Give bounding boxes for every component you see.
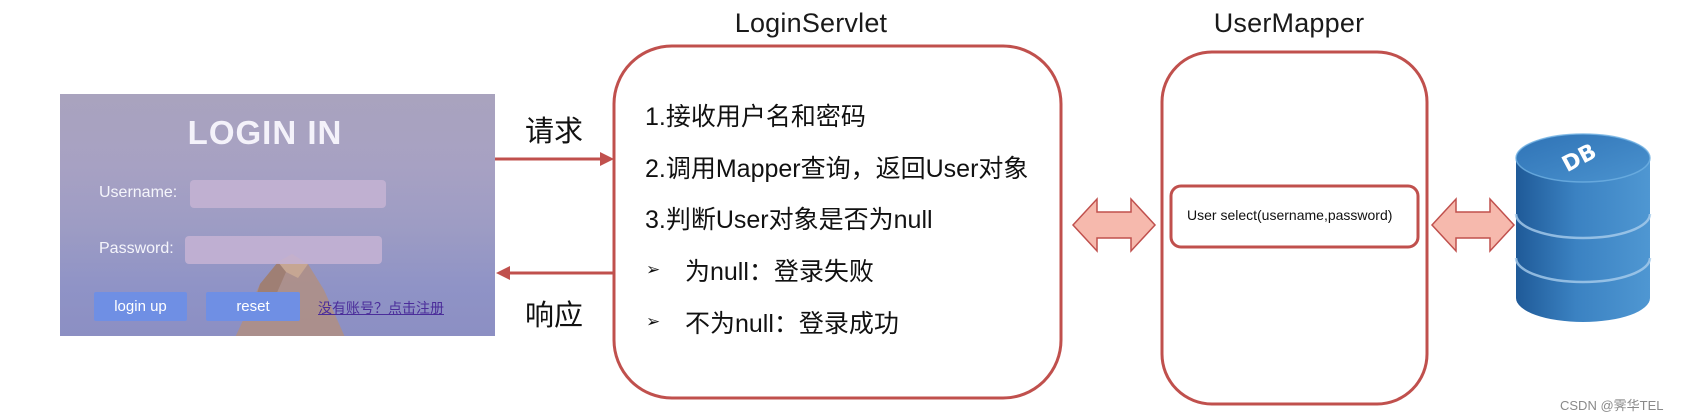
servlet-step-1: 1.接收用户名和密码 xyxy=(645,103,866,131)
login-servlet-box xyxy=(612,44,1063,400)
servlet-bullet-not-null: 不为null：登录成功 xyxy=(685,310,899,338)
login-servlet-title: LoginServlet xyxy=(734,8,888,38)
servlet-mapper-double-arrow xyxy=(1071,197,1157,253)
mapper-method-box xyxy=(1169,184,1420,249)
response-arrow xyxy=(496,266,614,280)
servlet-step-3: 3.判断User对象是否为null xyxy=(645,206,933,234)
bullet-arrow-icon: ➢ xyxy=(646,260,661,279)
password-field[interactable] xyxy=(185,236,382,264)
response-label: 响应 xyxy=(525,300,584,332)
servlet-bullet-null: 为null：登录失败 xyxy=(685,258,874,286)
request-label: 请求 xyxy=(525,116,584,148)
username-label: Username: xyxy=(99,184,178,201)
database-icon xyxy=(1514,133,1652,322)
watermark: CSDN @霁华TEL xyxy=(1560,398,1664,413)
request-arrow xyxy=(495,152,614,166)
servlet-step-2: 2.调用Mapper查询，返回User对象 xyxy=(645,155,1029,183)
bullet-arrow-icon: ➢ xyxy=(646,312,661,331)
login-button[interactable]: login up xyxy=(94,292,187,321)
login-form-screenshot: LOGIN IN Username: Password: login up re… xyxy=(60,94,495,336)
register-link[interactable]: 没有账号？点击注册 xyxy=(318,300,444,316)
password-label: Password: xyxy=(99,240,174,257)
mapper-db-double-arrow xyxy=(1430,197,1516,253)
mapper-method-signature: User select(username,password) xyxy=(1187,207,1393,223)
login-title: LOGIN IN xyxy=(187,114,343,151)
user-mapper-title: UserMapper xyxy=(1213,8,1365,38)
username-field[interactable] xyxy=(190,180,386,208)
reset-button[interactable]: reset xyxy=(206,292,300,321)
